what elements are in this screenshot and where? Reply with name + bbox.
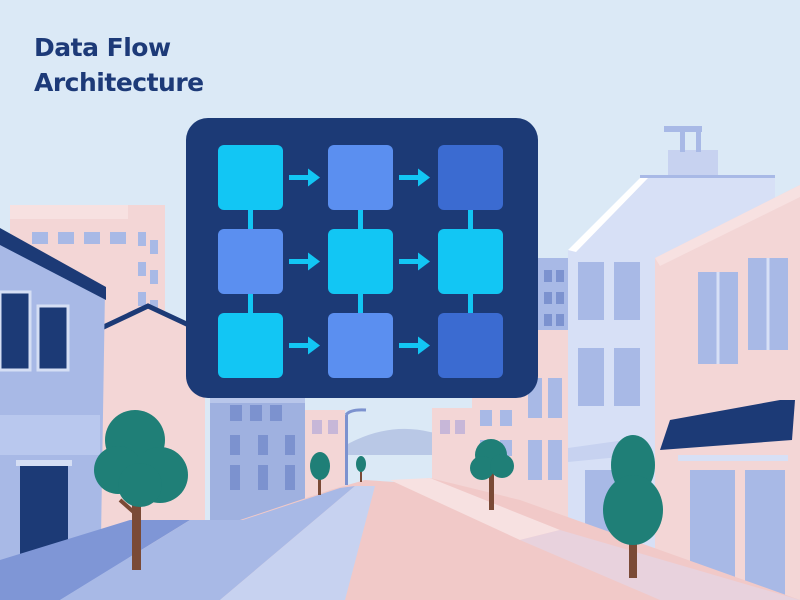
- flow-arrow: [289, 336, 320, 355]
- left-blue-house: [0, 228, 106, 600]
- flow-arrow: [399, 168, 430, 187]
- street: [0, 478, 800, 600]
- diagram-links: [248, 210, 473, 313]
- diagram-node: [438, 229, 503, 294]
- diagram-node: [438, 145, 503, 210]
- tree-right: [603, 435, 663, 578]
- tree-mid-right: [470, 439, 514, 510]
- diagram-node: [438, 313, 503, 378]
- diagram-nodes: [218, 145, 503, 378]
- diagram-node: [328, 229, 393, 294]
- diagram-arrows: [289, 168, 430, 355]
- flow-arrow: [289, 168, 320, 187]
- diagram-link: [248, 294, 253, 313]
- flow-arrow: [399, 336, 430, 355]
- page-title: Data Flow Architecture: [34, 30, 204, 100]
- diagram-link: [468, 294, 473, 313]
- diagram-node: [328, 313, 393, 378]
- flow-arrow: [399, 252, 430, 271]
- right-pink-building: [655, 185, 800, 600]
- tree-left: [94, 410, 188, 570]
- diagram-node: [328, 145, 393, 210]
- diagram-link: [358, 210, 363, 229]
- diagram-node: [218, 145, 283, 210]
- street-lamp: [344, 408, 367, 485]
- awning: [660, 400, 795, 450]
- diagram-node: [218, 313, 283, 378]
- title-line-2: Architecture: [34, 68, 204, 97]
- diagram-link: [358, 294, 363, 313]
- diagram-link: [468, 210, 473, 229]
- flow-diagram: [186, 118, 538, 398]
- tree-mid-left: [310, 452, 330, 495]
- title-line-1: Data Flow: [34, 33, 171, 62]
- diagram-node: [218, 229, 283, 294]
- diagram-link: [248, 210, 253, 229]
- tree-far-center: [356, 456, 366, 482]
- flow-arrow: [289, 252, 320, 271]
